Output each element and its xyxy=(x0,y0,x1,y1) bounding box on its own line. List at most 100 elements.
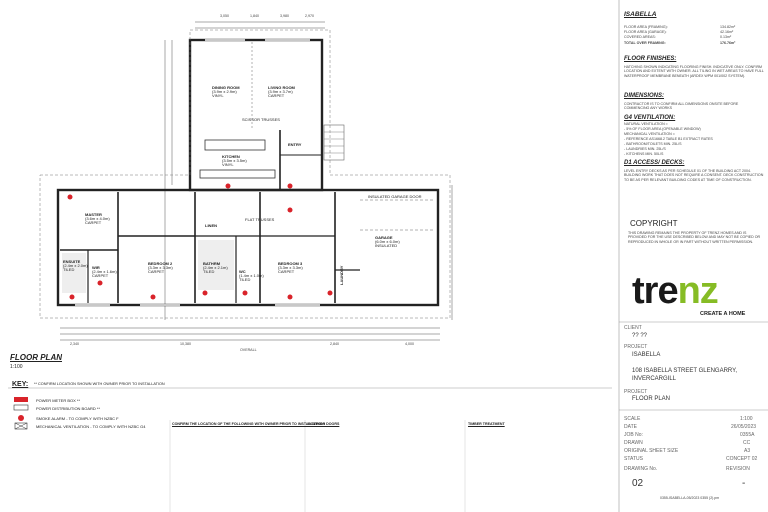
client-label: CLIENT xyxy=(624,325,642,331)
smoke-alarm-key-icon xyxy=(18,415,24,421)
smoke-alarm-icon xyxy=(287,183,293,189)
ventilation-line: - LAUNDRIES MIN. 25L/S xyxy=(624,147,666,151)
floor-finishes-text: HATCHING SHOWN INDICATING FLOORING FINIS… xyxy=(624,65,764,78)
drawing-no: 02 xyxy=(632,478,644,489)
meta-sheet-label: ORIGINAL SHEET SIZE xyxy=(624,448,679,454)
dim-bottom-4: 4,000 xyxy=(405,342,414,346)
note-flat-trusses: FLAT TRUSSES xyxy=(245,217,275,222)
room-label-ensuite: ENSUITE(2.4m x 2.0m)TILED xyxy=(63,259,88,272)
room-label-bedroom-3: BEDROOM 3(3.3m x 3.3m)CARPET xyxy=(278,261,303,274)
meta-status-label: STATUS xyxy=(624,456,643,462)
address-line-2: INVERCARGILL xyxy=(632,376,677,382)
ventilation-line: - 5% OF FLOOR AREA (OPENABLE WINDOW) xyxy=(624,127,701,131)
file-reference: 0355-ISABELLA-05/2023 0355 (2).pm xyxy=(660,496,720,500)
area-value: 134.82m² xyxy=(720,25,736,29)
smoke-alarm-icon xyxy=(150,294,156,300)
logo-tagline: CREATE A HOME xyxy=(700,311,746,317)
ventilation-heading: G4 VENTILATION: xyxy=(624,115,676,121)
client-value: ?? ?? xyxy=(632,333,648,339)
room-label-kitchen: KITCHEN(3.5m x 3.5m)VINYL xyxy=(222,154,247,167)
ventilation-line: - REFERENCE AS1668.2 TABLE B1 EXTRACT RA… xyxy=(624,137,713,141)
meta-status-value: CONCEPT 02 xyxy=(726,456,758,462)
key-heading: KEY: xyxy=(12,381,29,388)
notes-heading-doors: INTERIOR DOORS xyxy=(308,422,340,426)
room-label-living: LIVING ROOM(3.9m x 3.7m)CARPET xyxy=(268,85,295,98)
dim-top-4: 2,970 xyxy=(305,14,314,18)
area-row: FLOOR AREA (FRAMING): xyxy=(624,25,668,29)
smoke-alarm-icon xyxy=(225,183,231,189)
room-label-wc: WC(1.4m x 1.0m)TILED xyxy=(239,269,264,282)
room-label-dining: DINING ROOM(3.9m x 2.9m)VINYL xyxy=(212,85,240,98)
meta-drawn-label: DRAWN xyxy=(624,440,643,446)
drawing-no-label: DRAWING No. xyxy=(624,466,658,472)
key-item-meter: POWER METER BOX ** xyxy=(36,398,81,403)
ventilation-key-icon xyxy=(14,422,28,430)
smoke-alarm-icon xyxy=(287,207,293,213)
meta-sheet-value: A3 xyxy=(744,448,751,454)
room-label-laundry: LAUNDRY xyxy=(339,265,344,285)
ventilation-line: - BATHROOM/TOILETS MIN. 25L/S xyxy=(624,142,682,146)
dim-bottom-3: 2,840 xyxy=(330,342,339,346)
project-label: PROJECT xyxy=(624,344,648,350)
area-row-total: TOTAL OVER FRAMING: xyxy=(624,41,666,45)
plan-scale: 1:100 xyxy=(10,364,23,370)
room-label-master: MASTER(3.6m x 4.0m)CARPET xyxy=(85,212,110,225)
dim-top-3: 3,980 xyxy=(280,14,289,18)
area-value: 42.16m² xyxy=(720,30,734,34)
smoke-alarm-icon xyxy=(242,290,248,296)
room-label-garage: GARAGE(6.0m x 6.0m)INSULATED xyxy=(375,235,400,248)
room-label-bathroom: BATHRM(2.4m x 2.1m)TILED xyxy=(203,261,228,274)
smoke-alarm-icon xyxy=(327,290,333,296)
sheet-value: FLOOR PLAN xyxy=(632,396,671,402)
area-row: COVERED AREAS: xyxy=(624,35,656,39)
notes-heading-timber: TIMBER TREATMENT xyxy=(468,422,505,426)
project-value: ISABELLA xyxy=(632,352,661,358)
meta-date-label: DATE xyxy=(624,424,637,430)
dim-bottom-2: 10,380 xyxy=(180,342,191,346)
meta-scale-label: SCALE xyxy=(624,416,641,422)
meta-scale-value: 1:100 xyxy=(740,416,753,422)
copyright-text: THIS DRAWING REMAINS THE PROPERTY OF TRE… xyxy=(628,231,761,244)
trenz-logo: trenz xyxy=(632,270,719,312)
area-value: 0.13m² xyxy=(720,35,732,39)
revision-value: - xyxy=(742,478,746,489)
area-value-total: 176.76m² xyxy=(720,41,736,45)
plan-title: FLOOR PLAN xyxy=(10,353,62,362)
room-label-wir: WIR(2.4m x 1.6m)CARPET xyxy=(92,265,117,278)
notes-heading-confirm: CONFIRM THE LOCATION OF THE FOLLOWING WI… xyxy=(172,422,325,426)
sheet-label: PROJECT xyxy=(624,389,648,395)
area-row: FLOOR AREA (GARAGE): xyxy=(624,30,667,34)
dim-bottom-1: 2,340 xyxy=(70,342,79,346)
room-label-entry: ENTRY xyxy=(288,142,302,147)
ventilation-line: MECHANICAL VENTILATION = xyxy=(624,132,675,136)
copyright-heading: COPYRIGHT xyxy=(630,219,678,228)
project-heading: ISABELLA xyxy=(624,11,657,18)
smoke-alarm-icon xyxy=(202,290,208,296)
smoke-alarm-icon xyxy=(287,294,293,300)
smoke-alarm-icon xyxy=(69,294,75,300)
key-item-board: POWER DISTRIBUTION BOARD ** xyxy=(36,406,101,411)
key-note: ** CONFIRM LOCATION SHOWN WITH OWNER PRI… xyxy=(34,382,165,386)
note-scissor-trusses: SCISSOR TRUSSES xyxy=(242,117,280,122)
dim-top-1: 3,050 xyxy=(220,14,229,18)
ventilation-line: - KITCHENS MIN. 50L/S xyxy=(624,152,664,156)
ventilation-line: NATURAL VENTILATION = xyxy=(624,122,668,126)
room-label-linen: LINEN xyxy=(205,223,217,228)
dim-overall: OVERALL xyxy=(240,348,257,352)
dimensions-heading: DIMENSIONS: xyxy=(624,93,665,99)
revision-label: REVISION xyxy=(726,466,750,472)
dim-top-2: 1,840 xyxy=(250,14,259,18)
meta-job-label: JOB No: xyxy=(624,432,643,438)
smoke-alarm-icon xyxy=(97,280,103,286)
key-item-smoke: SMOKE ALARM - TO COMPLY WITH NZBC F xyxy=(36,416,119,421)
address-line-1: 108 ISABELLA STREET GLENGARRY, xyxy=(632,368,738,374)
dimensions-text: CONTRACTOR IS TO CONFIRM ALL DIMENSIONS … xyxy=(624,102,739,111)
power-meter-icon xyxy=(14,397,28,402)
distribution-board-icon xyxy=(13,404,29,411)
key-item-ventilation: MECHANICAL VENTILATION - TO COMPLY WITH … xyxy=(36,424,146,429)
smoke-alarm-icon xyxy=(67,194,73,200)
meta-drawn-value: CC xyxy=(743,440,751,446)
access-heading: D1 ACCESS/ DECKS: xyxy=(624,160,685,166)
